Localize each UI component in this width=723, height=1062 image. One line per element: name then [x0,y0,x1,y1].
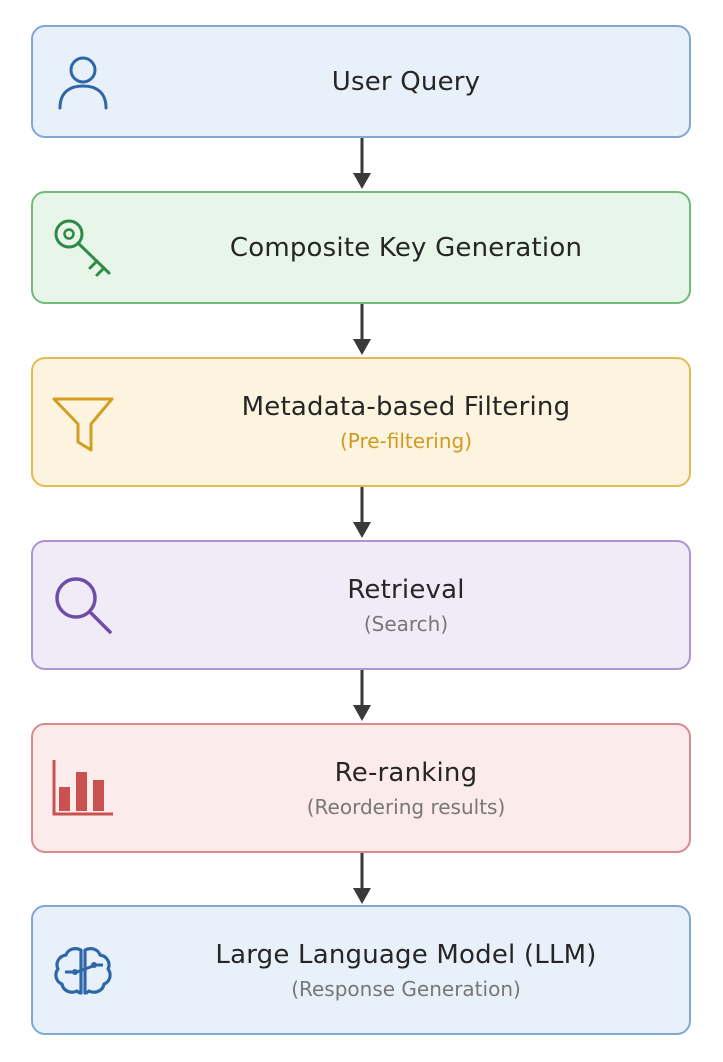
step-title: Re-ranking [334,757,478,788]
step-metadata-filtering: Metadata-based Filtering (Pre-filtering) [31,357,691,487]
step-title: Retrieval [347,574,465,605]
flow-arrow [351,487,373,540]
bar-chart-icon [51,756,115,820]
step-composite-key-generation: Composite Key Generation [31,191,691,304]
funnel-icon [51,390,115,454]
step-title: Large Language Model (LLM) [215,939,597,970]
step-title: Composite Key Generation [229,232,583,263]
search-icon [51,573,115,637]
step-re-ranking: Re-ranking (Reordering results) [31,723,691,853]
step-subtitle: (Search) [363,611,449,636]
step-llm: Large Language Model (LLM) (Response Gen… [31,905,691,1035]
step-retrieval: Retrieval (Search) [31,540,691,670]
step-title: User Query [331,66,481,97]
key-icon [51,216,115,280]
step-user-query: User Query [31,25,691,138]
step-title: Metadata-based Filtering [241,391,571,422]
flow-arrow [351,853,373,906]
flow-arrow [351,304,373,357]
step-subtitle: (Response Generation) [291,976,521,1001]
step-subtitle: (Pre-filtering) [339,428,473,453]
step-subtitle: (Reordering results) [306,794,506,819]
brain-icon [51,938,115,1002]
flow-arrow [351,670,373,723]
flow-arrow [351,138,373,191]
user-icon [51,50,115,114]
